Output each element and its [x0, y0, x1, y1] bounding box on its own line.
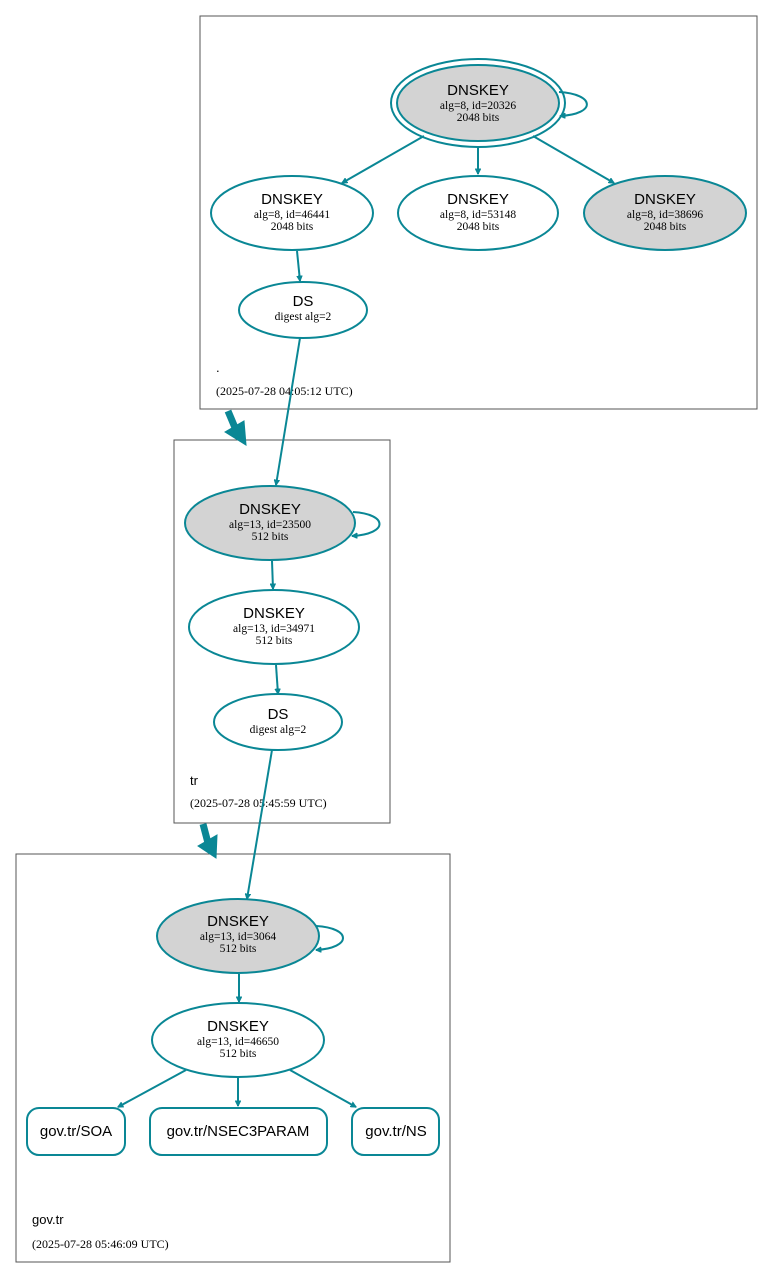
zone-name-gov-tr: gov.tr — [32, 1212, 64, 1227]
node-bits: 2048 bits — [271, 221, 314, 233]
edge-gov-zsk-to-soa — [118, 1069, 187, 1108]
edge-gov-ksk-self-loop — [316, 925, 344, 950]
node-detail: digest alg=2 — [275, 311, 332, 323]
node-detail: alg=8, id=38696 — [627, 209, 703, 221]
edge-root-ksk-self-loop — [558, 91, 588, 116]
zone-timestamp-tr: (2025-07-28 05:45:59 UTC) — [190, 796, 327, 810]
node-type: DNSKEY — [634, 191, 696, 208]
edge-tr-zsk-to-ds — [276, 664, 278, 694]
node-type: DNSKEY — [447, 191, 509, 208]
dnskey-node-root-53148: DNSKEY alg=8, id=53148 2048 bits — [397, 175, 559, 251]
node-bits: 2048 bits — [644, 221, 687, 233]
rrset-label-ns: gov.tr/NS — [365, 1123, 426, 1140]
dnskey-node-root-46441: DNSKEY alg=8, id=46441 2048 bits — [210, 175, 374, 251]
edge-gov-zsk-to-ns — [289, 1069, 356, 1108]
node-detail: alg=13, id=34971 — [233, 623, 315, 635]
zone-timestamp-gov-tr: (2025-07-28 05:46:09 UTC) — [32, 1237, 169, 1251]
zone-name-root: . — [216, 360, 220, 375]
rrset-node-nsec3param: gov.tr/NSEC3PARAM — [149, 1107, 328, 1156]
dnskey-node-tr-34971: DNSKEY alg=13, id=34971 512 bits — [188, 589, 360, 665]
zone-timestamp-root: (2025-07-28 04:05:12 UTC) — [216, 384, 353, 398]
node-type: DNSKEY — [207, 1018, 269, 1035]
delegation-edge-tr-to-gov — [199, 823, 212, 844]
dnskey-node-root-38696: DNSKEY alg=8, id=38696 2048 bits — [583, 175, 747, 251]
delegation-arrowhead-root-to-tr — [224, 420, 247, 446]
edge-root-ksk-to-zsk-46441 — [342, 135, 425, 184]
node-detail: alg=13, id=46650 — [197, 1036, 279, 1048]
delegation-arrowhead-tr-to-gov — [197, 834, 218, 859]
node-bits: 512 bits — [252, 531, 289, 543]
node-type: DS — [293, 293, 314, 310]
edge-zsk-46441-to-ds — [296, 250, 300, 281]
rrset-label-nsec3param: gov.tr/NSEC3PARAM — [167, 1123, 310, 1140]
edge-tr-ds-to-gov-ksk — [247, 749, 273, 899]
edge-tr-ksk-self-loop — [352, 511, 381, 536]
rrset-node-ns: gov.tr/NS — [351, 1107, 440, 1156]
node-detail: alg=13, id=3064 — [200, 931, 276, 943]
node-type: DNSKEY — [243, 605, 305, 622]
dnskey-node-gov-46650: DNSKEY alg=13, id=46650 512 bits — [151, 1002, 325, 1078]
ds-node-gov-tr: DS digest alg=2 — [213, 693, 343, 751]
node-bits: 512 bits — [256, 635, 293, 647]
rrset-label-soa: gov.tr/SOA — [40, 1123, 112, 1140]
node-type: DNSKEY — [207, 913, 269, 930]
edge-root-ksk-to-ksk-38696 — [532, 135, 614, 184]
rrset-node-soa: gov.tr/SOA — [26, 1107, 126, 1156]
node-bits: 512 bits — [220, 943, 257, 955]
edge-tr-ksk-to-zsk — [272, 560, 273, 589]
dnskey-node-gov-3064: DNSKEY alg=13, id=3064 512 bits — [156, 898, 320, 974]
node-bits: 2048 bits — [457, 221, 500, 233]
edge-root-ds-to-tr-ksk — [276, 337, 301, 485]
zone-name-tr: tr — [190, 773, 199, 788]
node-type: DS — [268, 706, 289, 723]
node-bits: 2048 bits — [457, 112, 500, 124]
node-bits: 512 bits — [220, 1048, 257, 1060]
node-type: DNSKEY — [261, 191, 323, 208]
node-detail: digest alg=2 — [250, 724, 307, 736]
dnskey-node-tr-23500: DNSKEY alg=13, id=23500 512 bits — [184, 485, 356, 561]
node-type: DNSKEY — [447, 82, 509, 99]
ds-node-tr: DS digest alg=2 — [238, 281, 368, 339]
node-detail: alg=13, id=23500 — [229, 519, 311, 531]
node-detail: alg=8, id=20326 — [440, 100, 516, 112]
node-detail: alg=8, id=46441 — [254, 209, 330, 221]
node-type: DNSKEY — [239, 501, 301, 518]
node-detail: alg=8, id=53148 — [440, 209, 516, 221]
dnskey-node-root-20326: DNSKEY alg=8, id=20326 2048 bits — [390, 58, 566, 148]
